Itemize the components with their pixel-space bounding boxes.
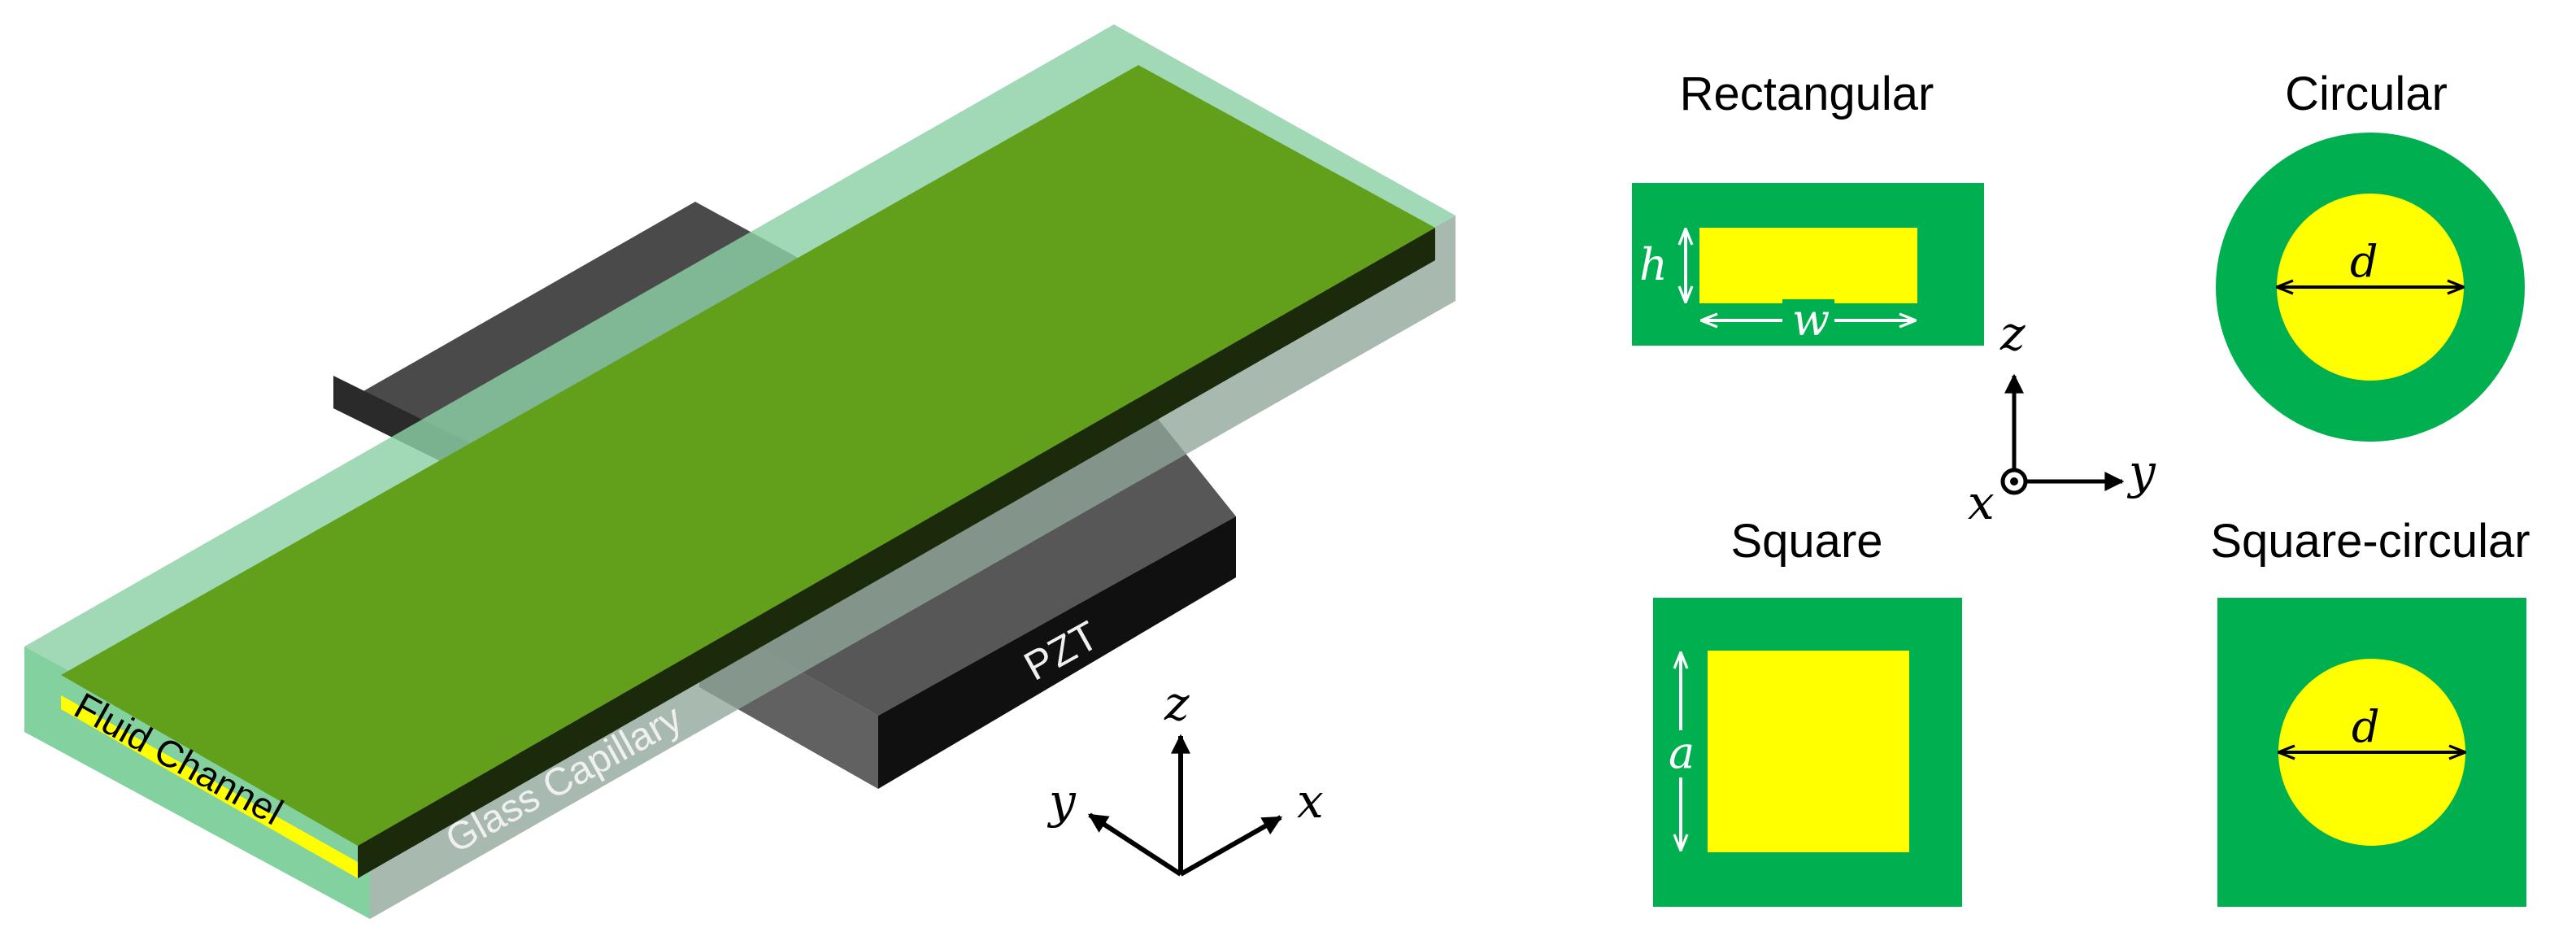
device-3d: Fluid Channel Glass Capillary PZT z y x: [24, 24, 1456, 919]
square-inner: [1708, 651, 1909, 852]
device-axis-z-label: z: [1164, 676, 1190, 731]
device-axis-x-label: x: [1297, 773, 1324, 829]
square-side-symbol: a: [1669, 727, 1695, 778]
square-title: Square: [1730, 515, 1882, 568]
section-rectangular: Rectangular h w: [1632, 68, 1984, 346]
device-axes: z y x: [1046, 676, 1324, 877]
rectangular-width-symbol: w: [1792, 294, 1830, 346]
section-circular: Circular d: [2216, 68, 2525, 442]
circular-diameter-symbol: d: [2350, 236, 2378, 287]
channel-side-edge: [358, 228, 1435, 878]
section-square: Square a: [1653, 515, 1962, 907]
square-circular-title: Square-circular: [2210, 515, 2530, 568]
rectangular-height-symbol: h: [1639, 239, 1668, 290]
section-axis-y-label: y: [2126, 444, 2156, 499]
section-axis-x-label: x: [1968, 475, 1995, 530]
rectangular-inner: [1699, 228, 1917, 303]
square-circular-diameter-symbol: d: [2352, 701, 2380, 752]
section-axes: z y x: [1968, 306, 2156, 530]
rectangular-title: Rectangular: [1680, 68, 1934, 120]
section-axis-z-label: z: [1999, 306, 2026, 361]
section-square-circular: Square-circular d: [2210, 515, 2530, 907]
device-axis-y-label: y: [1046, 773, 1077, 829]
fluid-channel-end: [61, 695, 358, 878]
circular-title: Circular: [2285, 68, 2448, 120]
channel-top-surface: [61, 65, 1435, 846]
